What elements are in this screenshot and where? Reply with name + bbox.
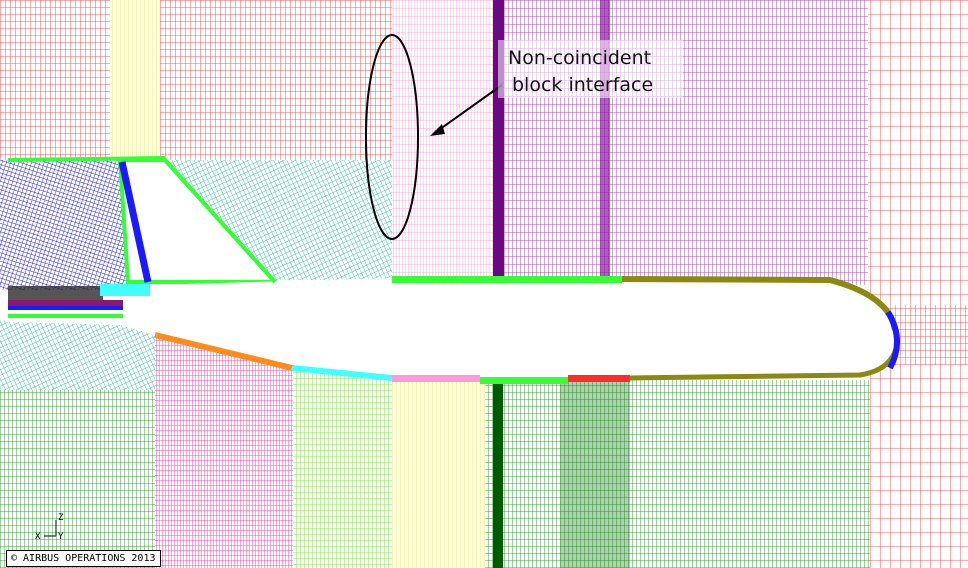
mesh-band-dark-purple — [493, 0, 504, 285]
aft-band-multi — [8, 300, 123, 306]
wing-root-edge — [7, 156, 277, 284]
mesh-block-lower-teal — [0, 320, 158, 390]
mesh-block-lower-left-green — [0, 390, 158, 568]
aircraft-geometry — [7, 156, 900, 384]
nose-tip — [885, 310, 900, 370]
wing-cyan-patch — [100, 284, 150, 296]
annotation-arrow — [435, 84, 503, 133]
annotation-line-1: Non-coincident — [508, 47, 651, 69]
aft-band-dark — [8, 286, 103, 300]
mesh-block-lower-magenta — [155, 335, 295, 568]
mesh-block-lower-lime — [293, 370, 393, 568]
aft-band-blue — [8, 306, 123, 310]
triad-x-label: X — [35, 532, 41, 542]
surface-band-pink — [392, 375, 480, 382]
mesh-block-lower-right-red — [870, 350, 968, 568]
surface-band-cyan — [291, 365, 393, 381]
mesh-band-purple — [600, 0, 610, 285]
triad-y-label: Y — [58, 532, 64, 542]
mesh-band-green — [560, 380, 630, 568]
mesh-block-lower-green — [485, 380, 875, 568]
surface-band-lime-bottom — [480, 377, 568, 384]
fuselage-surface — [8, 278, 899, 380]
mesh-block-upper-pink — [392, 0, 502, 280]
interface-ellipse — [365, 34, 419, 240]
wing-blue-edge — [118, 161, 152, 283]
annotation: Non-coincident block interface — [365, 34, 683, 240]
mesh-block-teal — [160, 160, 392, 280]
mesh-block-upper-left-red — [0, 0, 120, 165]
surface-band-orange — [154, 332, 293, 371]
annotation-backdrop — [498, 40, 683, 98]
mesh-block-upper-right-red — [868, 0, 968, 320]
mesh-block-upper-yellow — [110, 0, 165, 165]
surface-band-red — [568, 375, 630, 382]
mesh-block-lower-yellow — [392, 378, 487, 568]
triad-z-label: Z — [58, 513, 64, 523]
annotation-line-2: block interface — [512, 74, 653, 96]
surface-band-lime-top — [392, 276, 622, 283]
axis-triad: Z X Y — [35, 513, 64, 542]
annotation-arrowhead — [430, 124, 445, 136]
aft-band-green — [8, 314, 123, 318]
copyright-label: © AIRBUS OPERATIONS 2013 — [6, 550, 161, 567]
mesh-block-upper-red — [160, 0, 395, 165]
mesh-band-dark-green — [493, 380, 503, 568]
